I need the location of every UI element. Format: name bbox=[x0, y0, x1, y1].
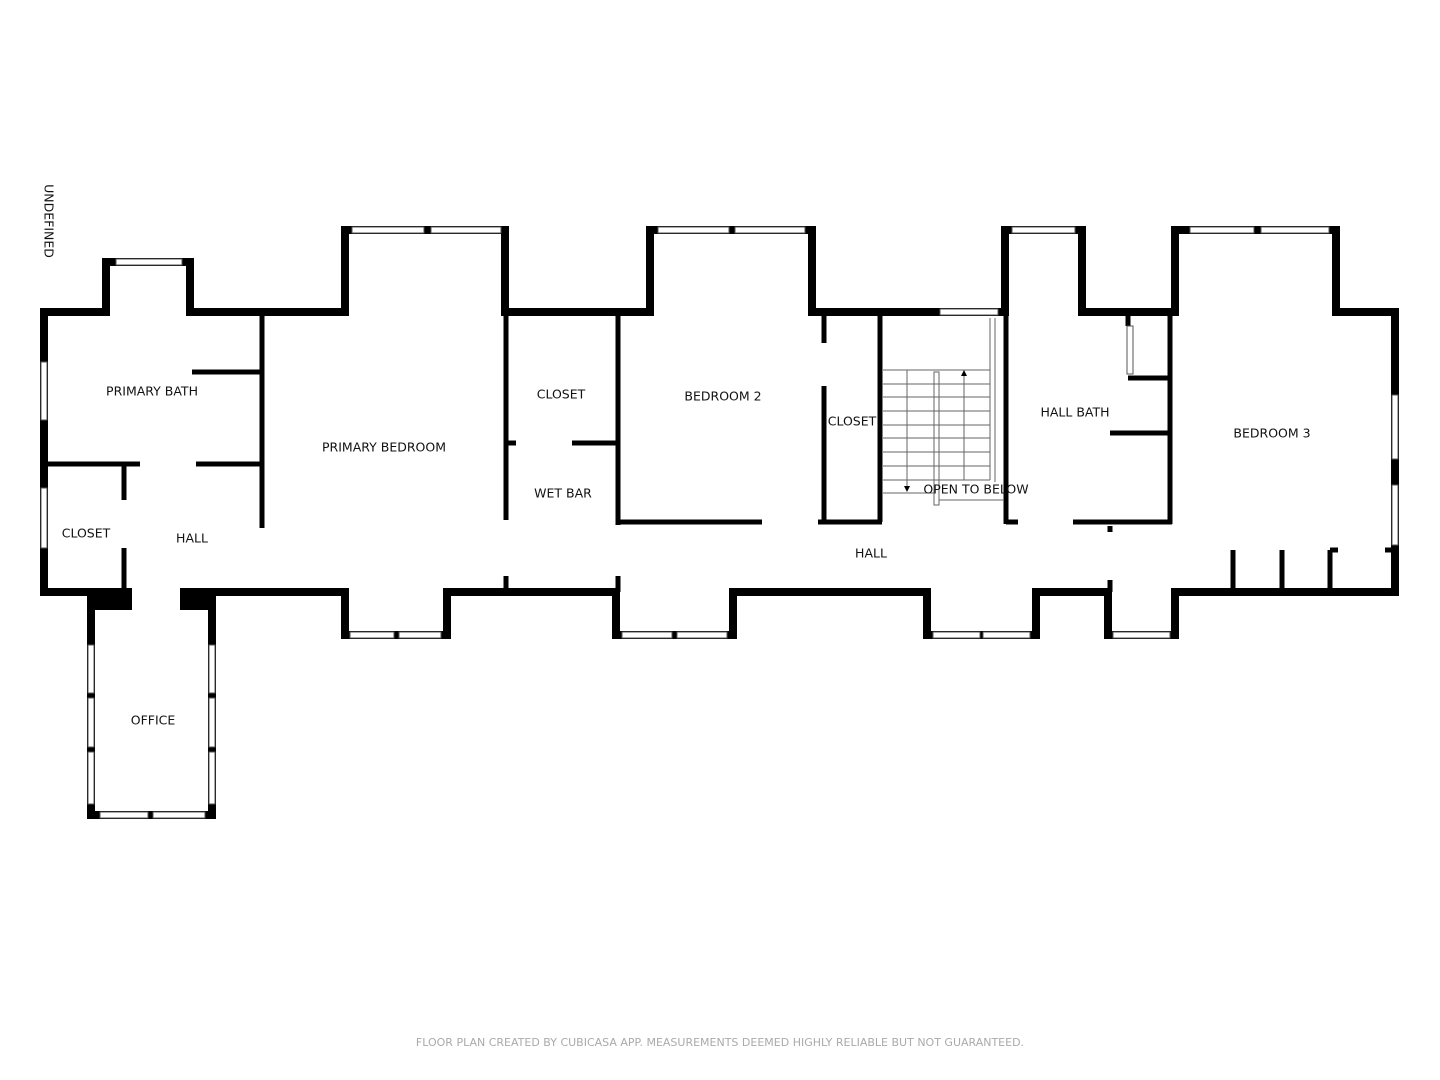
stair-down-arrow-icon bbox=[904, 486, 910, 492]
room-closet: CLOSET bbox=[62, 526, 111, 541]
room-closet: CLOSET bbox=[828, 414, 877, 429]
stair-up-arrow-icon bbox=[961, 370, 967, 376]
room-wet-bar: WET BAR bbox=[534, 486, 592, 501]
windows bbox=[40, 226, 1399, 819]
room-primary-bedroom: PRIMARY BEDROOM bbox=[322, 440, 446, 455]
room-office: OFFICE bbox=[131, 713, 176, 728]
room-hall: HALL bbox=[855, 546, 887, 561]
orientation-label: UNDEFINED bbox=[42, 184, 57, 258]
room-hall: HALL bbox=[176, 531, 208, 546]
room-open-to-below: OPEN TO BELOW bbox=[923, 482, 1028, 497]
interior-walls bbox=[44, 312, 1395, 610]
room-primary-bath: PRIMARY BATH bbox=[106, 384, 198, 399]
footer-disclaimer: FLOOR PLAN CREATED BY CUBICASA APP. MEAS… bbox=[415, 1036, 1025, 1049]
room-bedroom-2: BEDROOM 2 bbox=[684, 389, 761, 404]
staircase bbox=[883, 318, 1004, 506]
room-hall-bath: HALL BATH bbox=[1040, 405, 1109, 420]
room-closet: CLOSET bbox=[537, 387, 586, 402]
room-bedroom-3: BEDROOM 3 bbox=[1233, 426, 1310, 441]
